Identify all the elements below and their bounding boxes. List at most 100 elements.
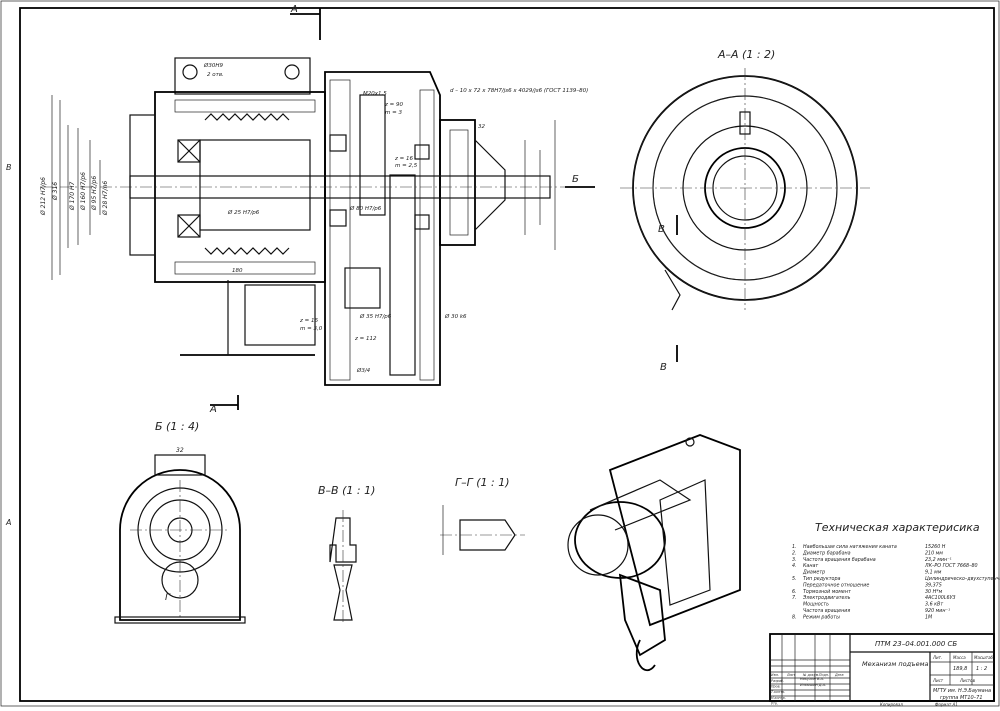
person-2: Ильюшин Д.А. xyxy=(800,683,826,687)
dim-left-2: Ø 316 xyxy=(52,182,59,201)
callout-2: М20х1,5 xyxy=(363,91,387,97)
frame-mark-top: В xyxy=(6,163,12,172)
inner-border xyxy=(19,7,995,702)
title-block-label: Пров. xyxy=(771,685,781,689)
dim-left-3: Ø 170 Н7 xyxy=(69,181,76,211)
title-block-label: Дата xyxy=(834,673,844,677)
callout-12: 32 xyxy=(478,124,485,130)
mass-label: Масса xyxy=(953,655,966,660)
title-block-label: Утв. xyxy=(771,701,778,705)
spec-row-label: Тип редуктора xyxy=(803,576,841,582)
spec-row-label: Режим работы xyxy=(803,614,840,620)
scale-label: Масштаб xyxy=(974,655,994,660)
spec-row-value: 210 мм xyxy=(925,550,943,556)
spec-row-label: Частота вращения xyxy=(803,608,850,614)
spec-row-n: 5. xyxy=(792,576,797,582)
spec-row-n: 4. xyxy=(792,563,797,569)
main-section-view: Ø 212 Н7/p6 Ø 316 Ø 170 Н7 Ø 160 Н7/p6 Ø… xyxy=(40,4,595,415)
spec-row-value: 15260 Н xyxy=(925,544,946,550)
spec-row-value: 920 мин⁻¹ xyxy=(925,608,950,614)
cut-marker-v-bottom: В xyxy=(660,362,667,373)
dim-left-6: Ø 28 Н7/n6 xyxy=(102,181,109,216)
callout-16: Ø 30 k6 xyxy=(444,313,467,320)
callout-3: z = 90 xyxy=(384,102,403,108)
tech-spec-title: Техническая характерисика xyxy=(815,521,980,534)
spec-row-label: Канат xyxy=(803,563,818,569)
callout-9: z = 112 xyxy=(354,336,377,342)
cut-marker-a-bottom: А xyxy=(209,404,217,415)
spec-row-label: Тормозной момент xyxy=(803,589,851,595)
spec-row-value: 39,375 xyxy=(925,582,942,588)
callout-6: m = 2,5 xyxy=(395,163,418,169)
title-block-label: Подп. xyxy=(819,673,829,677)
spec-row-label: Диаметр xyxy=(802,570,825,576)
title-block-label: Лист xyxy=(786,673,795,677)
dim-left-1: Ø 212 Н7/p6 xyxy=(40,177,47,216)
person-1: Никулин В.А. xyxy=(800,677,824,681)
cut-marker-v-top: В xyxy=(658,224,665,235)
section-vv-view: В–В (1 : 1) xyxy=(318,484,375,625)
section-gg-view: Г–Г (1 : 1) xyxy=(440,476,525,555)
cut-marker-b: Б xyxy=(572,174,579,185)
spec-row-n: 6. xyxy=(792,589,797,595)
dim-left-4: Ø 160 Н7/p6 xyxy=(80,172,87,211)
callout-1: 2 отв. xyxy=(207,72,224,78)
lit-label: Лит. xyxy=(932,655,942,660)
sheets-label: Листов xyxy=(959,678,976,683)
spec-row-n: 7. xyxy=(792,595,797,601)
dim-left-5: Ø 95 Н7/p6 xyxy=(91,176,98,211)
view-b: Б (1 : 4) 32 Г xyxy=(114,420,246,624)
doc-number: ПТМ 23–04.001.000 СБ xyxy=(875,640,957,648)
callout-7: z = 16 xyxy=(299,318,318,324)
callout-0: Ø30Н9 xyxy=(203,62,223,69)
spec-row-value: 9,1 мм xyxy=(925,570,942,576)
title-block-label: Н.контр. xyxy=(771,696,786,700)
cut-marker-g: Г xyxy=(165,593,171,603)
callout-11: 180 xyxy=(232,268,243,274)
spec-row-value: 1М xyxy=(925,614,933,620)
spec-row-label: Передаточное отношение xyxy=(803,582,869,588)
callout-17: d – 10 x 72 x 78Н7/js6 x 4029/js6 (ГОСТ … xyxy=(450,88,588,94)
mass-value: 189,8 xyxy=(953,666,967,672)
bottom-format: Формат А1 xyxy=(935,702,958,707)
callout-10: Ø3/4 xyxy=(356,367,371,374)
spec-row-value: 4АС100L6У3 xyxy=(925,595,956,601)
section-b-label: Б (1 : 4) xyxy=(155,420,199,433)
spec-row-label: Диаметр барабана xyxy=(802,550,851,556)
cut-marker-a-top: А xyxy=(290,4,298,15)
callout-13: Ø 25 Н7/p6 xyxy=(227,209,260,216)
callout-5: z = 16 xyxy=(394,156,413,162)
scale-value: 1 : 2 xyxy=(976,666,987,672)
frame-mark-bottom: А xyxy=(5,518,11,527)
section-aa-view: А–А (1 : 2) В В xyxy=(620,48,870,373)
sheet-label: Лист xyxy=(932,678,944,683)
title-block-label: Изм. xyxy=(771,673,779,677)
spec-row-n: 2. xyxy=(792,550,797,556)
title-block-label: № докум. xyxy=(802,673,819,677)
callout-8: m = 3,0 xyxy=(300,326,323,332)
tech-spec: Техническая характерисика 1. Наибольшая с… xyxy=(792,521,1000,620)
spec-row-value: 30 Н*м xyxy=(925,589,943,595)
section-gg-label: Г–Г (1 : 1) xyxy=(455,476,510,489)
spec-row-value: 23,2 мин⁻¹ xyxy=(925,557,952,563)
product-name: Механизм подъема xyxy=(862,660,929,668)
bottom-copy: Копировал xyxy=(880,702,903,707)
spec-row-value: Цилиндрическо–двухступенчатый xyxy=(925,576,1000,582)
spec-row-label: Электродвигатель xyxy=(802,595,851,601)
title-block-label: Разраб. xyxy=(771,679,784,683)
spec-row-n: 1. xyxy=(792,544,797,550)
org-line2: группа МТ10–71 xyxy=(940,695,983,701)
callout-14: Ø 80 Н7/p6 xyxy=(349,205,382,212)
spec-row-label: Частота вращения барабана xyxy=(803,557,876,563)
title-block: ПТМ 23–04.001.000 СБ Механизм подъема Ли… xyxy=(769,633,995,707)
callout-4: m = 3 xyxy=(385,110,402,116)
spec-row-label: Наибольшая сила натяжения каната xyxy=(803,544,897,550)
spec-row-value: ЛК–РО ГОСТ 7668–80 xyxy=(924,563,978,569)
title-block-label: Т.контр. xyxy=(771,690,785,694)
spec-row-value: 3,6 кВт xyxy=(925,602,943,608)
callout-width: 32 xyxy=(176,447,184,454)
spec-row-label: Мощность xyxy=(803,602,829,608)
org-line1: МГТУ им. Н.Э.Баумана xyxy=(933,688,991,694)
